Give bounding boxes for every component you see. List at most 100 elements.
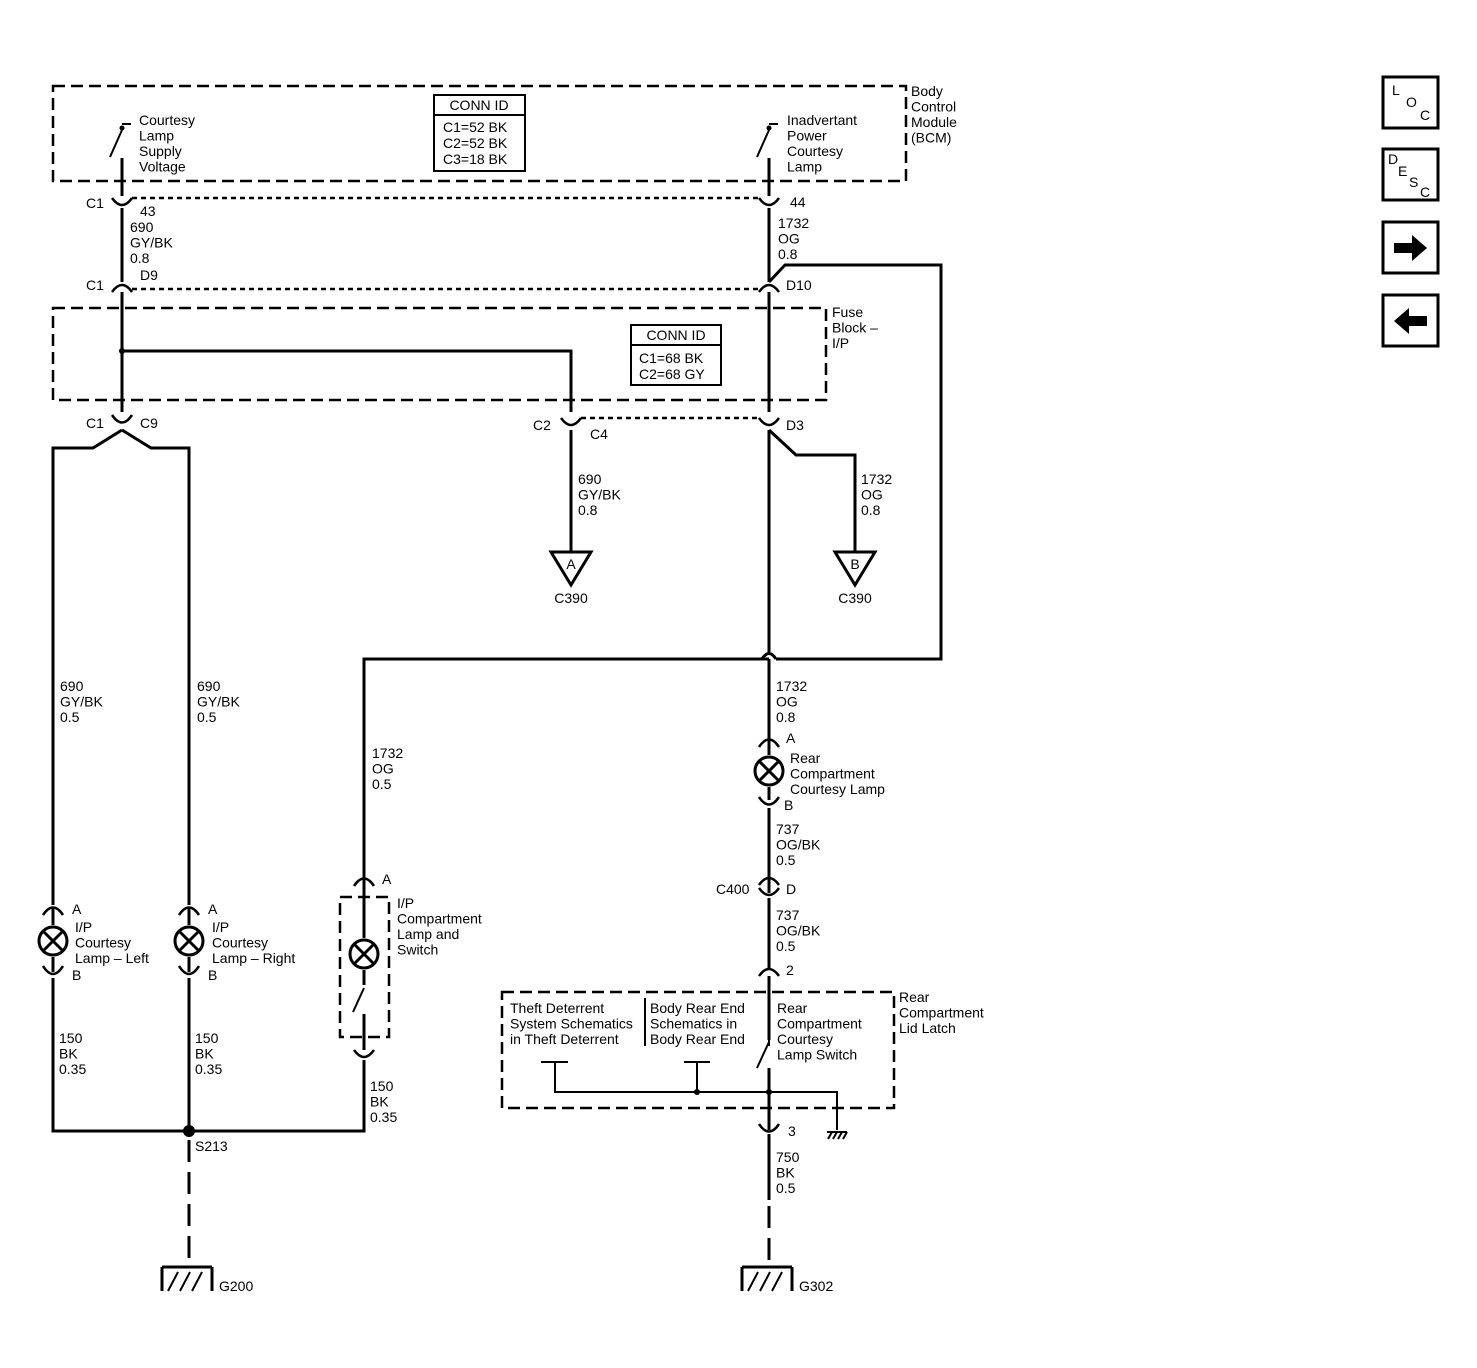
bcm-conn-id-title: CONN ID [449,97,508,113]
bcm-box [51,84,908,183]
latch-pin3-connector [757,1123,781,1133]
loc-letter-c: C [1420,107,1430,123]
bcm-conn-line-1: C1=52 BK [443,119,508,135]
loc-button[interactable]: L O C [1381,75,1440,130]
pin-44-label: 44 [790,194,806,210]
fuse-conn-id-box: CONN ID C1=68 BK C2=68 GY [630,324,722,386]
lamp-left-pin-b: B [72,967,81,983]
wire-1732-c390 [767,428,857,552]
loc-letter-o: O [1406,94,1417,110]
ip-courtesy-lamp-right [173,906,205,976]
bcm-conn-line-3: C3=18 BK [443,151,508,167]
fuse-internal-690-branch [122,349,573,412]
rear-compartment-lamp [753,738,785,806]
splice-s213-label: S213 [195,1138,228,1154]
lamp-right-pin-b: B [208,967,217,983]
wire-1732-loop [767,263,943,661]
fuse-c2-c4-connector [559,417,583,427]
inadvertent-power-switch [756,123,778,196]
pin-d3-label: D3 [786,417,804,433]
desc-letter-s: S [1409,174,1418,190]
latch-pin-2: 2 [786,962,794,978]
fuse-conn-id-title: CONN ID [646,327,705,343]
fuse-c2-label: C2 [533,417,551,433]
bcm-conn-line-2: C2=52 BK [443,135,508,151]
ground-g200-icon [160,1265,214,1292]
desc-letter-d: D [1388,151,1398,167]
desc-letter-c: C [1420,184,1430,200]
back-button[interactable] [1381,293,1440,348]
fuse-c1-d10-connector [757,283,781,293]
wire-crossover-hop [760,652,778,660]
pin-d10-label: D10 [786,277,812,293]
rear-lamp-pin-b: B [784,797,793,813]
ip-comp-pin-a: A [382,871,392,887]
offpage-b-conn: C390 [838,590,872,606]
offpage-a-triangle [548,550,594,588]
pin-c9-label: C9 [140,415,158,431]
arrow-right-icon [1394,235,1427,261]
c400-pin-d: D [786,881,796,897]
lamp-left-pin-a: A [72,901,82,917]
arrow-left-icon [1394,308,1427,334]
fuse-c1-d9-connector [110,283,134,293]
loc-letter-l: L [1392,82,1400,98]
rear-latch-box [500,990,896,1110]
wire-690-left [51,428,123,905]
bcm-c1-label: C1 [86,195,104,211]
fuse-c2-d3-connector [757,417,781,427]
ground-g302-label: G302 [799,1278,833,1294]
offpage-a-conn: C390 [554,590,588,606]
ground-g200-label: G200 [219,1278,253,1294]
pin-d9-label: D9 [140,267,158,283]
forward-button[interactable] [1381,220,1440,275]
bcm-conn-id-box: CONN ID C1=52 BK C2=52 BK C3=18 BK [433,94,526,172]
ip-compartment-lamp-switch [338,877,391,1059]
desc-letter-e: E [1398,163,1407,179]
fuse-c1-bottom-label: C1 [86,415,104,431]
pin-c4-label: C4 [590,426,608,442]
latch-internal-wiring [541,976,838,1130]
courtesy-supply-switch [109,123,131,196]
desc-button[interactable]: D E S C [1381,147,1440,202]
wire-150-left [51,978,189,1133]
ground-g302-icon [740,1265,794,1292]
latch-chassis-ground-icon [827,1131,848,1140]
splice-s213 [183,1125,195,1137]
offpage-b-letter: B [850,556,859,572]
fuse-conn-line-2: C2=68 GY [639,366,705,382]
offpage-b-triangle [832,550,878,588]
offpage-a-letter: A [566,556,576,572]
c400-label: C400 [716,881,750,897]
rear-lamp-pin-a: A [786,730,796,746]
pin-43-label: 43 [140,203,156,219]
fuse-conn-line-1: C1=68 BK [639,350,704,366]
wire-690-right [121,428,191,905]
bcm-c1-pin44-connector [757,197,781,207]
connector-c400 [757,876,781,897]
wire-150-ip [189,1060,366,1133]
